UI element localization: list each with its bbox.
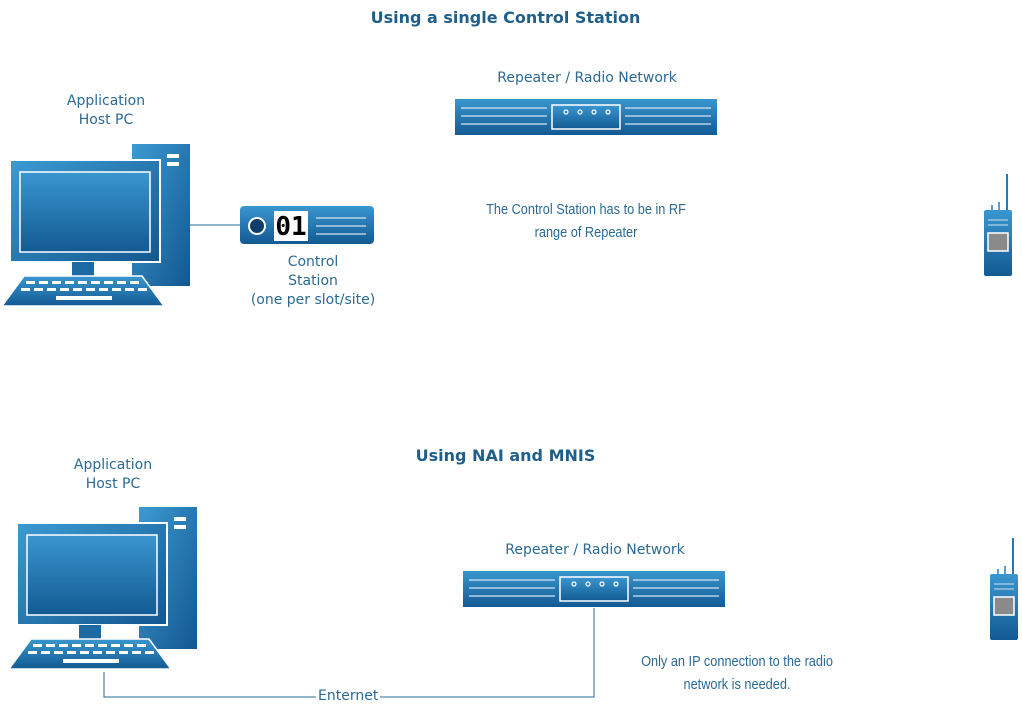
- repeater-icon: [462, 570, 726, 608]
- repeater-label-bottom: Repeater / Radio Network: [505, 542, 685, 558]
- handheld-radio-icon: [983, 173, 1013, 277]
- control-station-icon: [240, 206, 374, 244]
- repeater-label-top: Repeater / Radio Network: [497, 70, 677, 86]
- section-title-bottom: Using NAI and MNIS: [415, 446, 596, 465]
- rf-range-note: The Control Station has to be in RF rang…: [486, 201, 686, 241]
- section-title-top: Using a single Control Station: [370, 8, 641, 27]
- ethernet-label: Enternet: [316, 688, 381, 704]
- control-station-label: Control Station (one per slot/site): [250, 254, 376, 308]
- host-pc-label-top: Application Host PC: [66, 93, 146, 128]
- ip-connection-note: Only an IP connection to the radio netwo…: [641, 653, 833, 693]
- handheld-radio-icon: [989, 537, 1019, 641]
- desktop-computer-icon: [1, 143, 191, 307]
- host-pc-label-bottom: Application Host PC: [73, 457, 153, 492]
- desktop-computer-icon: [8, 506, 198, 670]
- repeater-icon: [454, 98, 718, 136]
- control-station-display: 01: [275, 212, 306, 242]
